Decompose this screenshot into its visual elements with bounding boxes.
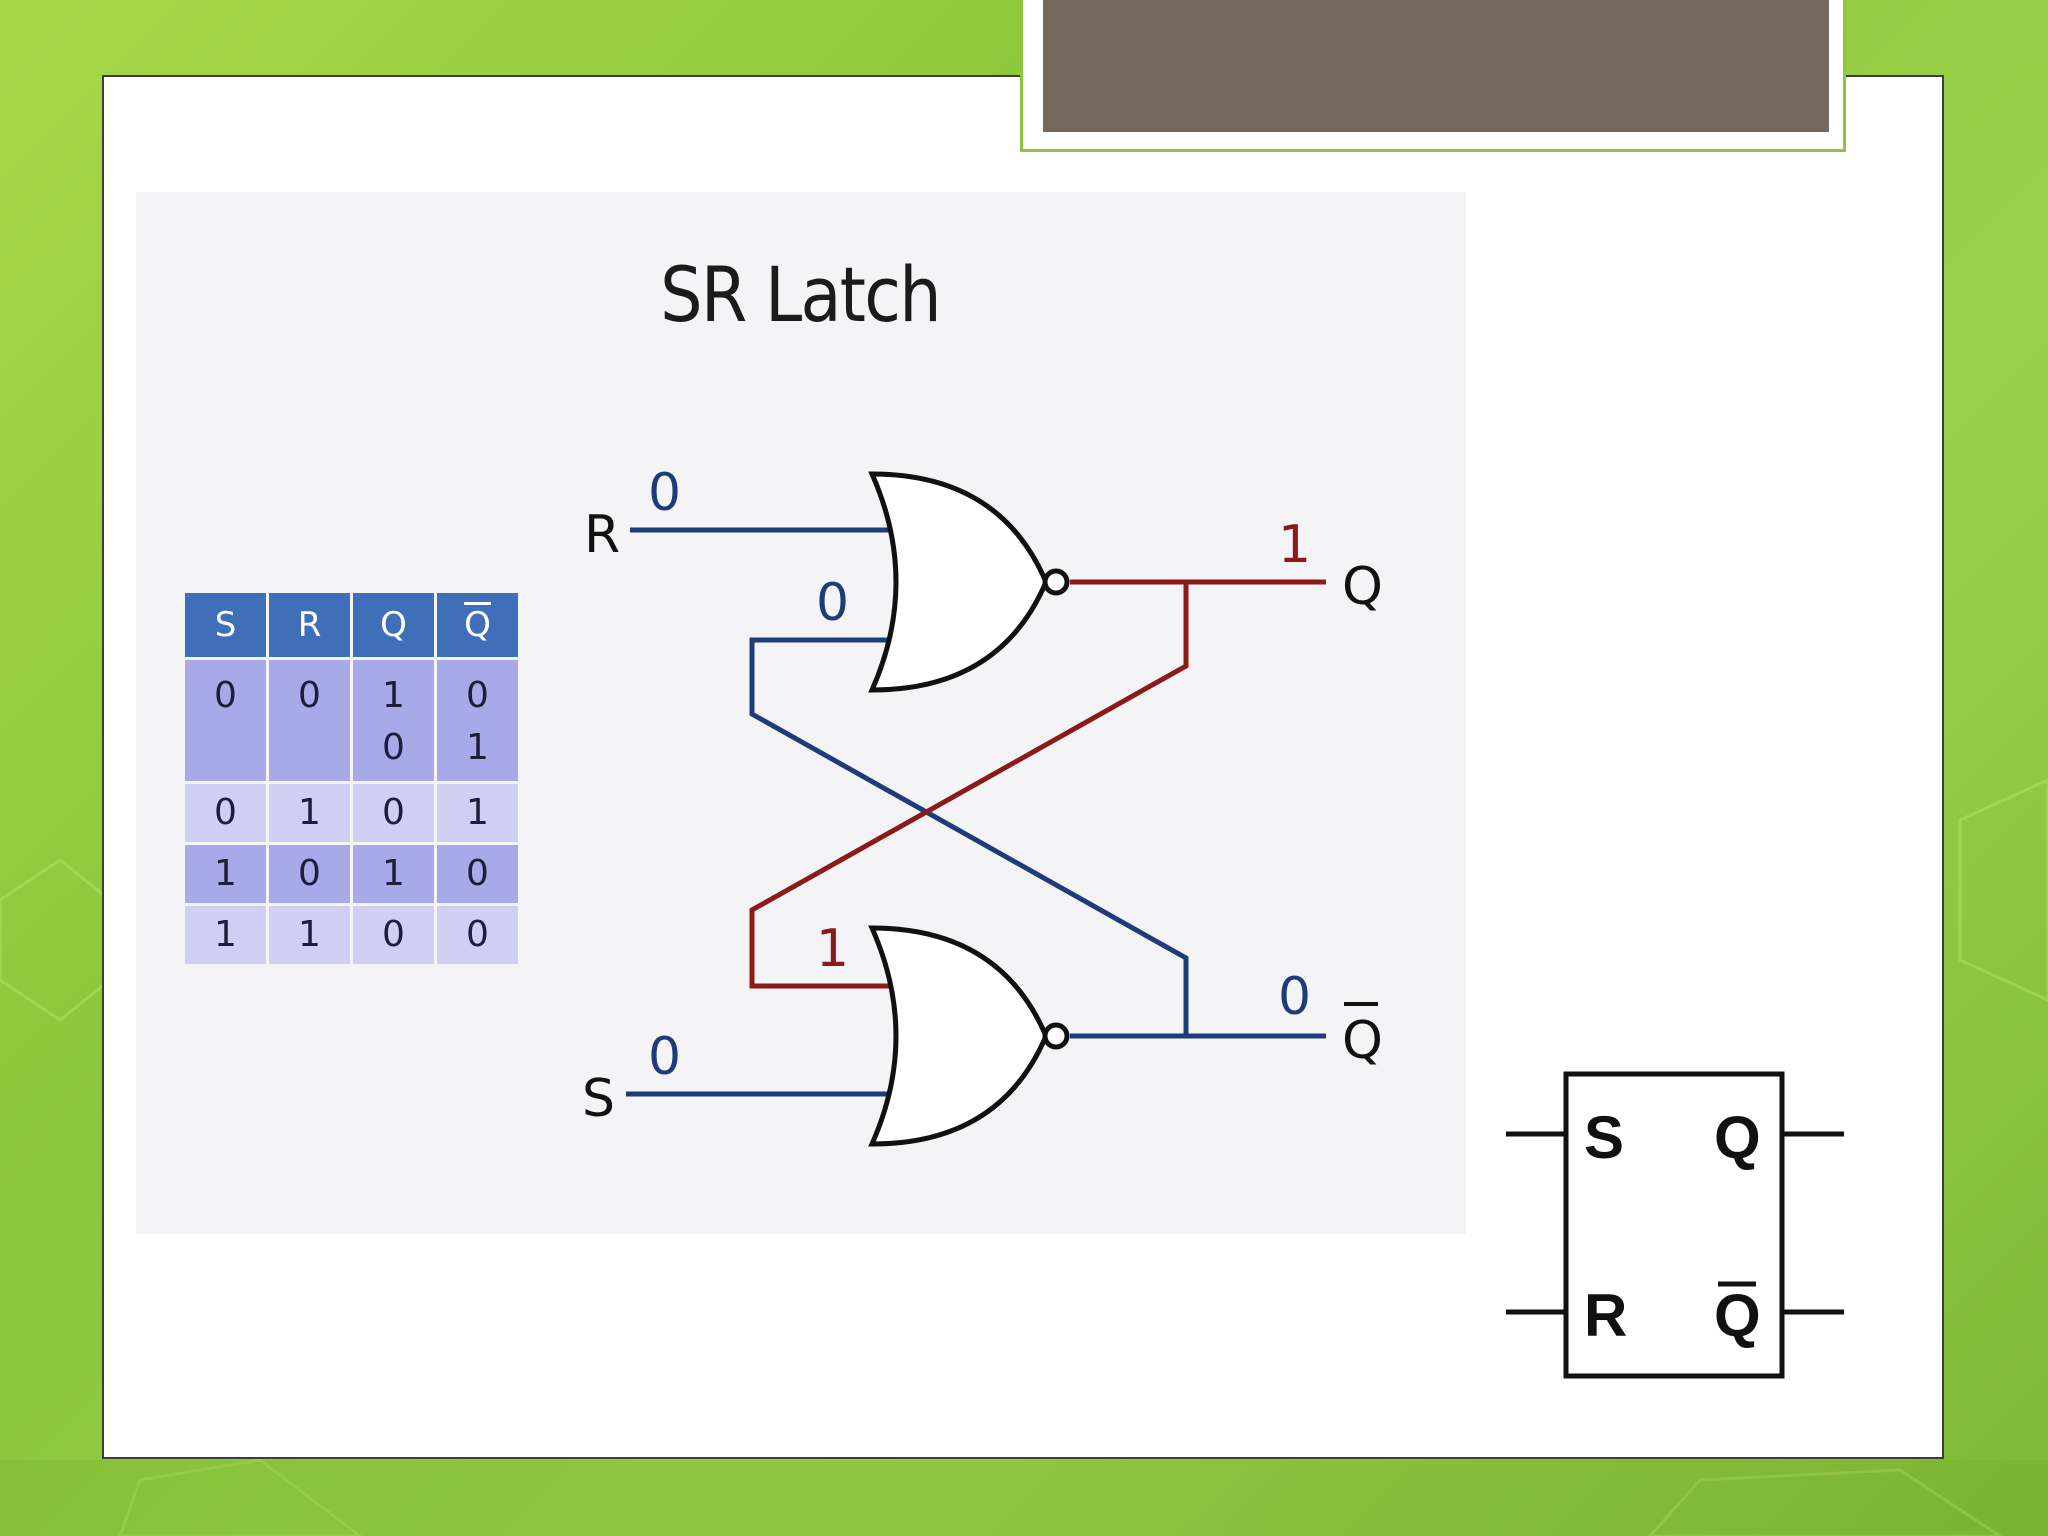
truth-table-cell-s: 0 bbox=[185, 784, 266, 842]
truth-table-cell-r: 0 bbox=[269, 660, 350, 781]
truth-table-cell-r: 1 bbox=[269, 784, 350, 842]
truth-table-header-r: R bbox=[269, 593, 350, 657]
truth-table-cell-qbar-line2: 1 bbox=[466, 727, 489, 768]
symbol-box bbox=[1563, 1071, 1785, 1379]
nor-gate-upper bbox=[868, 471, 1070, 693]
truth-table-cell-qbar-line1: 0 bbox=[466, 675, 489, 716]
diagram-title: SR Latch bbox=[660, 250, 941, 339]
truth-table-cell-s: 1 bbox=[185, 845, 266, 903]
symbol-qbar-label: Q bbox=[1714, 1282, 1761, 1349]
truth-table-row: 0 1 0 1 bbox=[185, 784, 518, 842]
truth-table-cell-q: 0 bbox=[353, 906, 434, 964]
lower-feedback-wire bbox=[749, 582, 1189, 989]
symbol-r-label: R bbox=[1584, 1282, 1627, 1349]
truth-table-cell-r: 0 bbox=[269, 845, 350, 903]
truth-table-cell-qbar: 1 bbox=[437, 784, 518, 842]
truth-table-cell-s: 1 bbox=[185, 906, 266, 964]
truth-table-cell-q: 0 bbox=[353, 784, 434, 842]
q-value-label: 1 bbox=[1278, 515, 1311, 575]
upper-feedback-wire bbox=[749, 637, 1189, 1036]
truth-table-cell-q: 1 bbox=[353, 845, 434, 903]
nor-gate-lower bbox=[868, 925, 1070, 1147]
truth-table-cell-qbar: 0 bbox=[437, 906, 518, 964]
low-wires bbox=[626, 527, 1326, 1097]
truth-table-row: 1 1 0 0 bbox=[185, 906, 518, 964]
truth-table-cell-q-line2: 0 bbox=[382, 727, 405, 768]
input-s-label: S bbox=[582, 1069, 615, 1129]
truth-table-row: 1 0 1 0 bbox=[185, 845, 518, 903]
s-value-label: 0 bbox=[648, 1027, 681, 1087]
truth-table-cell-qbar: 0 bbox=[437, 845, 518, 903]
upper-feedback-value-label: 0 bbox=[816, 573, 849, 633]
slide-title-placeholder bbox=[1020, 0, 1846, 152]
truth-table-header-qbar: Q bbox=[437, 593, 518, 657]
r-value-label: 0 bbox=[648, 463, 681, 523]
truth-table-cell-s: 0 bbox=[185, 660, 266, 781]
output-q-label: Q bbox=[1342, 557, 1383, 617]
truth-table-cell-r: 1 bbox=[269, 906, 350, 964]
sr-latch-symbol: S R Q Q bbox=[1506, 1071, 1844, 1379]
high-wires bbox=[749, 579, 1326, 989]
slide-title-bar bbox=[1043, 0, 1829, 132]
truth-table-cell-q-line1: 1 bbox=[382, 675, 405, 716]
output-qbar-label: Q bbox=[1342, 1011, 1383, 1071]
symbol-q-label: Q bbox=[1714, 1104, 1761, 1171]
input-r-label: R bbox=[584, 505, 620, 565]
qbar-value-label: 0 bbox=[1278, 967, 1311, 1027]
truth-table-header-s: S bbox=[185, 593, 266, 657]
truth-table-header-q: Q bbox=[353, 593, 434, 657]
lower-feedback-value-label: 1 bbox=[816, 919, 849, 979]
symbol-s-label: S bbox=[1584, 1104, 1624, 1171]
